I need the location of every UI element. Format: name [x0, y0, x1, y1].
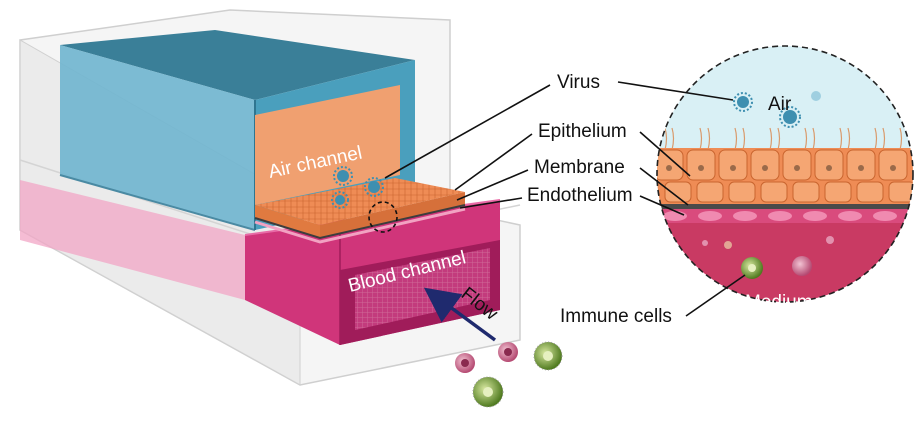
immune-cell-icon — [792, 256, 812, 276]
virus-icon — [811, 91, 821, 101]
virus-icon — [779, 106, 801, 128]
virus-icon — [331, 191, 349, 209]
air-label: Air — [768, 94, 792, 115]
immune-cell-icon — [533, 341, 563, 371]
virus-icon — [733, 92, 753, 112]
medium-cells — [702, 236, 834, 279]
air-channel — [59, 30, 415, 231]
immune-cells-label: Immune cells — [560, 306, 672, 327]
flow-arrow — [423, 287, 497, 342]
immune-cell-icon — [498, 342, 518, 362]
epithelium-label: Epithelium — [538, 121, 627, 142]
membrane-label: Membrane — [534, 157, 625, 178]
zoom-cross-section — [656, 45, 914, 303]
immune-cells-chip — [455, 341, 563, 408]
immune-cell-icon — [455, 353, 475, 373]
virus-icon — [364, 177, 384, 197]
callouts: Virus Epithelium Membrane Endothelium Im… — [384, 72, 746, 327]
immune-cell-icon — [741, 257, 763, 279]
immune-cell-icon — [472, 376, 504, 408]
zoom-marker — [368, 201, 398, 233]
virus-icon — [333, 166, 353, 186]
tissue-layer — [254, 178, 466, 244]
endothelium-label: Endothelium — [527, 185, 633, 206]
virus-particles-chip — [331, 166, 384, 209]
medium-label: Medium — [745, 292, 813, 313]
virus-label: Virus — [557, 72, 600, 93]
